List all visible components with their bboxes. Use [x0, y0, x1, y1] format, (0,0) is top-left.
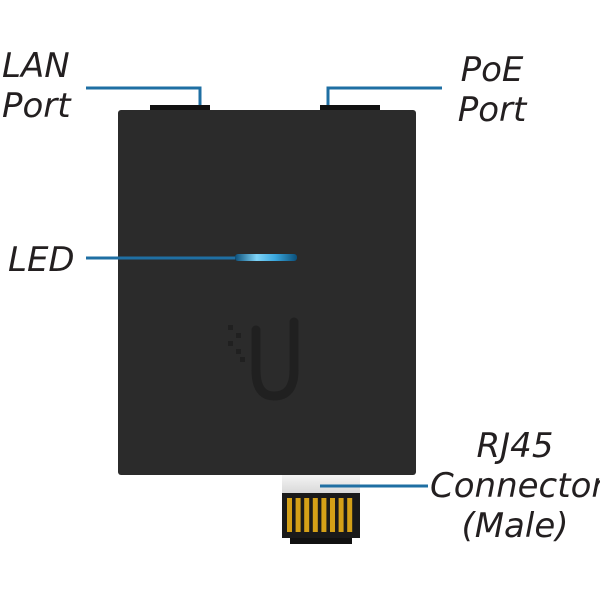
poe-port-label-line2: Port — [457, 90, 527, 130]
poe-port-label: PoE Port — [452, 50, 532, 130]
connector-pin — [287, 498, 292, 532]
connector-pin — [347, 498, 353, 532]
ubiquiti-u-logo-icon — [228, 317, 299, 401]
poe-leader-line — [326, 86, 442, 105]
connector-pin — [321, 498, 327, 532]
lan-leader-line — [86, 86, 202, 105]
lan-port-label: LAN Port — [2, 46, 71, 126]
lan-port-label-line2: Port — [2, 86, 71, 126]
device-body — [118, 110, 416, 475]
led-label-text: LED — [8, 240, 75, 280]
connector-pin — [304, 498, 310, 532]
connector-pin — [330, 498, 335, 532]
led-label: LED — [8, 240, 75, 280]
led-indicator — [235, 254, 297, 261]
lan-port — [150, 105, 210, 113]
poe-port — [320, 105, 380, 113]
rj45-label-line1: RJ45 — [476, 426, 554, 466]
rj45-label-line3: (Male) — [461, 506, 569, 546]
connector-pin — [312, 498, 318, 532]
poe-port-label-line1: PoE — [460, 50, 524, 90]
rj45-label: RJ45 Connector (Male) — [430, 426, 600, 546]
connector-pin — [338, 498, 344, 532]
lan-port-label-line1: LAN — [2, 46, 70, 86]
connector-pins — [287, 498, 353, 532]
rj45-connector — [282, 475, 360, 544]
connector-pin — [295, 498, 301, 532]
rj45-label-line2: Connector — [430, 466, 600, 506]
leader-lines — [86, 86, 442, 488]
